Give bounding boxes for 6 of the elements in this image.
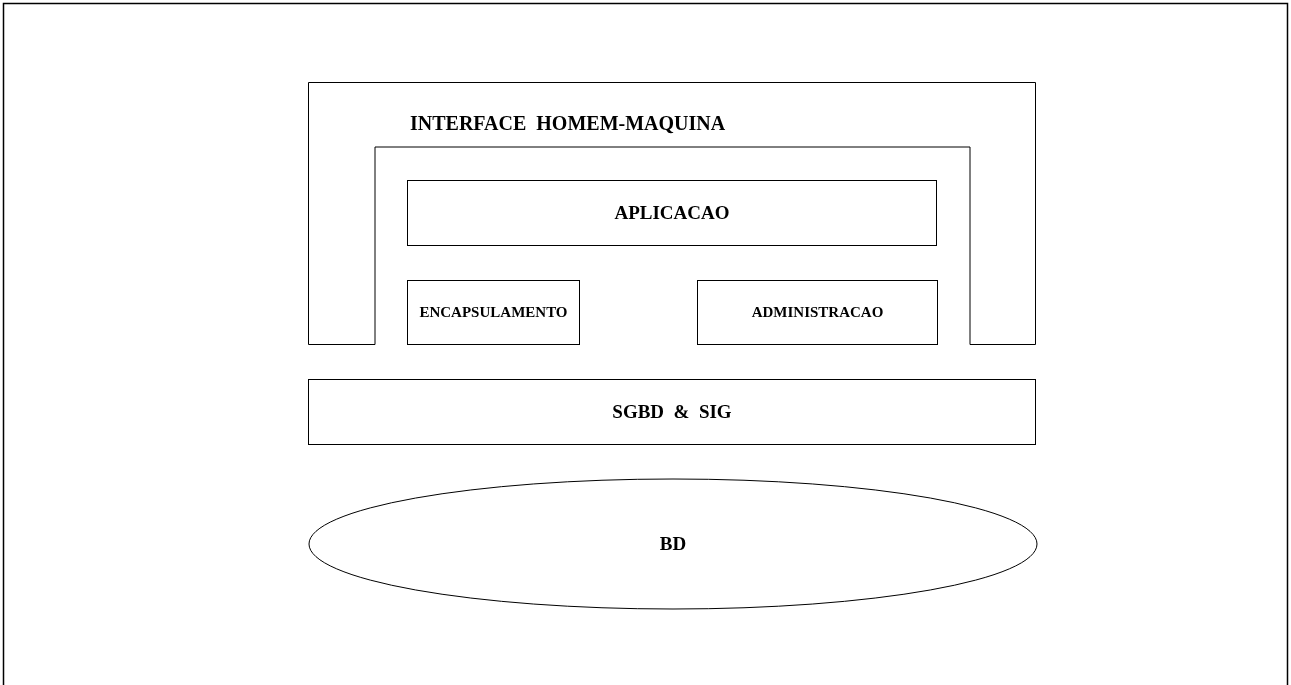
layer-box: SGBD & SIG [308,379,1036,445]
layer-title: INTERFACE HOMEM-MAQUINA [410,112,726,135]
layer-box: ENCAPSULAMENTO [407,280,580,345]
layer-box: APLICACAO [407,180,937,246]
database-label: BD [659,533,687,555]
layer-box: ADMINISTRACAO [697,280,938,345]
